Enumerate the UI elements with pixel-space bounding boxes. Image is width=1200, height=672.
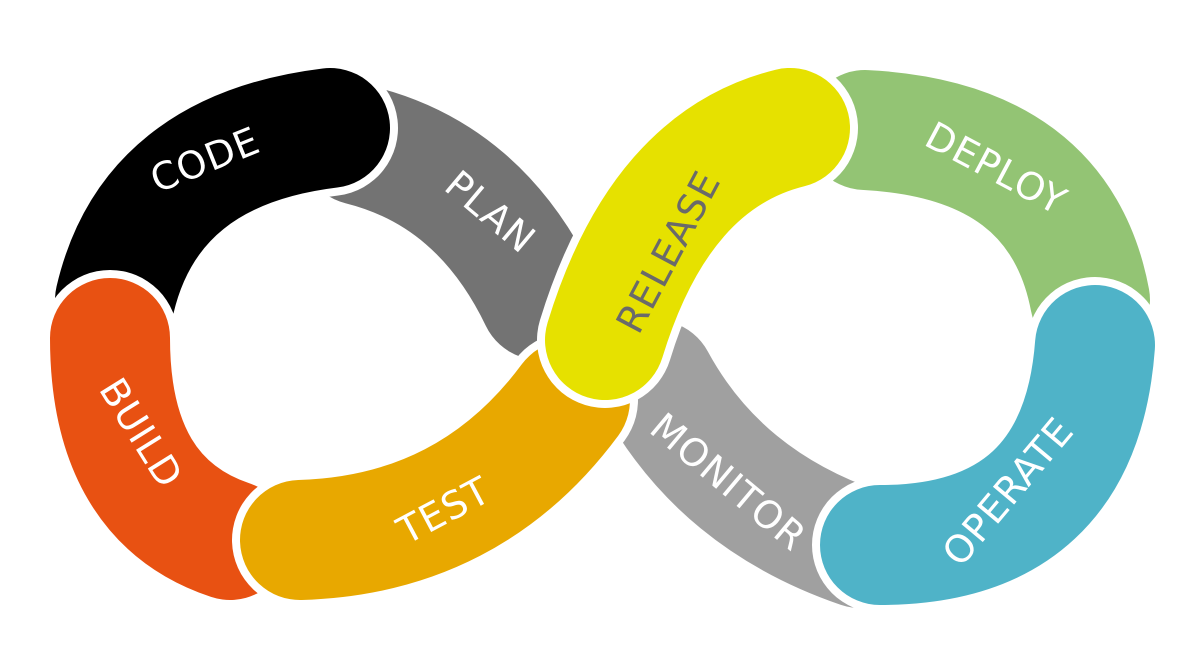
- segment-test: [240, 340, 630, 600]
- segment-release: [545, 68, 850, 400]
- segment-deploy: [805, 70, 1150, 360]
- segment-build: [50, 278, 290, 600]
- segment-operate: [820, 285, 1155, 605]
- segment-code: [55, 68, 390, 360]
